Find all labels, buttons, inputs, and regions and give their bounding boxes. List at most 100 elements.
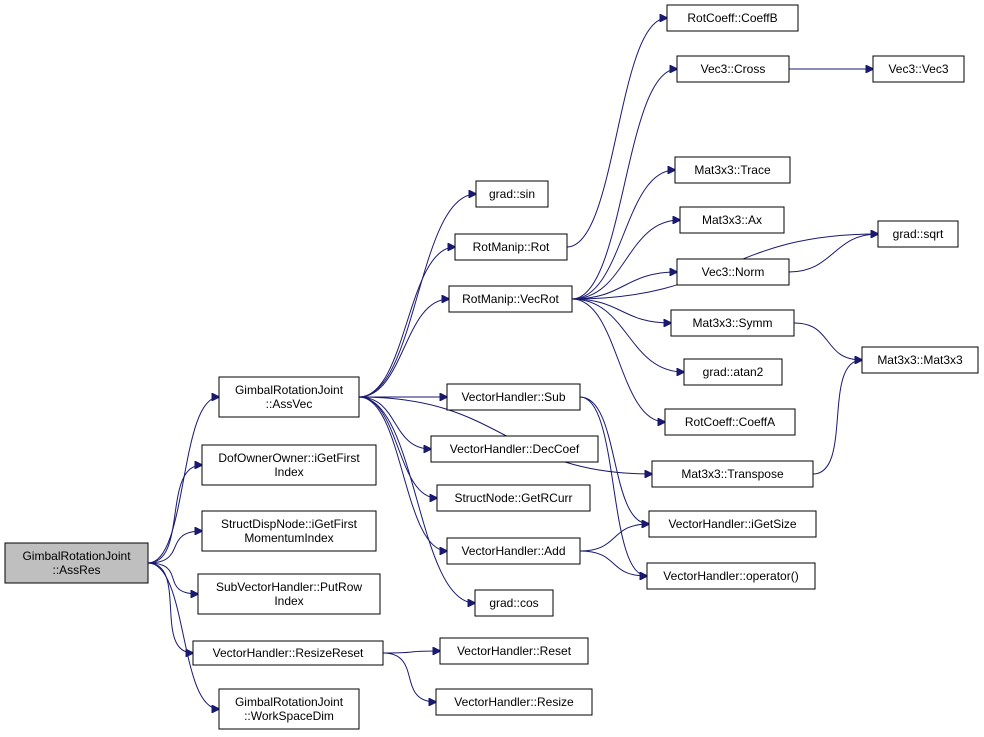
node-box [670, 309, 795, 337]
node-label: Mat3x3::Transpose [681, 467, 784, 481]
node-sqrt[interactable]: grad::sqrt [877, 220, 959, 248]
node-cross[interactable]: Vec3::Cross [676, 55, 790, 83]
node-ax[interactable]: Mat3x3::Ax [679, 206, 785, 234]
node-box [676, 55, 790, 83]
node-transpose[interactable]: Mat3x3::Transpose [651, 460, 814, 488]
node-getrcurr[interactable]: StructNode::GetRCurr [436, 484, 591, 512]
node-label: VectorHandler::Add [461, 544, 565, 558]
node-label: MomentumIndex [244, 531, 333, 545]
node-resize[interactable]: VectorHandler::Resize [435, 688, 593, 716]
node-vecrot[interactable]: RotManip::VecRot [448, 285, 573, 313]
edge-assvec-to-add [358, 396, 447, 551]
node-box [454, 233, 568, 261]
node-label: GimbalRotationJoint [235, 383, 344, 397]
edge-resizereset-to-resize [382, 652, 436, 702]
node-label: ::AssVec [266, 397, 313, 411]
node-norm[interactable]: Vec3::Norm [676, 258, 790, 286]
edge-resizereset-to-reset [382, 651, 440, 653]
edge-vecrot-to-symm [571, 298, 671, 323]
node-assvec[interactable]: GimbalRotationJoint::AssVec [218, 376, 360, 418]
node-sin[interactable]: grad::sin [475, 180, 549, 208]
node-symm[interactable]: Mat3x3::Symm [670, 309, 795, 337]
edge-assvec-to-rot [358, 247, 455, 398]
node-box [646, 562, 816, 590]
edge-vecrot-to-norm [571, 272, 677, 300]
node-label: grad::atan2 [703, 365, 764, 379]
edge-symm-to-mat3x3 [793, 322, 862, 360]
node-resizereset[interactable]: VectorHandler::ResizeReset [192, 640, 384, 666]
node-label: GimbalRotationJoint [22, 549, 131, 563]
node-label: ::WorkSpaceDim [244, 709, 334, 723]
node-label: VectorHandler::DecCoef [450, 442, 580, 456]
edge-root-to-dofowner [147, 465, 202, 564]
node-label: Index [274, 465, 303, 479]
node-trace[interactable]: Mat3x3::Trace [674, 156, 791, 184]
edge-root-to-assvec [147, 397, 219, 564]
edge-vecrot-to-atan2 [571, 298, 684, 372]
node-label: VectorHandler::iGetSize [668, 517, 796, 531]
node-box [872, 55, 965, 83]
node-atan2[interactable]: grad::atan2 [683, 358, 783, 386]
node-label: RotCoeff::CoeffA [685, 415, 775, 429]
edge-root-to-putrow [147, 562, 198, 594]
edge-vecrot-to-coeffa [571, 298, 665, 422]
edge-add-to-operator [579, 550, 647, 576]
node-label: RotManip::VecRot [462, 292, 559, 306]
node-label: StructDispNode::iGetFirst [221, 517, 358, 531]
node-rot[interactable]: RotManip::Rot [454, 233, 568, 261]
edge-sub-to-operator [579, 396, 647, 576]
node-cos[interactable]: grad::cos [474, 589, 554, 617]
edge-assvec-to-vecrot [358, 299, 449, 398]
node-vec3[interactable]: Vec3::Vec3 [872, 55, 965, 83]
node-label: VectorHandler::Sub [461, 390, 565, 404]
node-box [651, 460, 814, 488]
node-operator[interactable]: VectorHandler::operator() [646, 562, 816, 590]
node-label: grad::sin [489, 187, 535, 201]
edge-root-to-workspace [147, 562, 219, 709]
edge-rot-to-coeffb [566, 18, 667, 248]
node-label: StructNode::GetRCurr [454, 491, 572, 505]
node-label: GimbalRotationJoint [235, 695, 344, 709]
node-box [218, 376, 360, 418]
edge-root-to-structdisp [147, 531, 202, 564]
node-label: grad::cos [489, 596, 538, 610]
call-edges [147, 18, 878, 709]
node-box [192, 640, 384, 666]
node-label: RotManip::Rot [473, 240, 550, 254]
node-label: RotCoeff::CoeffB [687, 11, 777, 25]
node-workspace[interactable]: GimbalRotationJoint::WorkSpaceDim [218, 688, 360, 730]
node-root[interactable]: GimbalRotationJoint::AssRes [4, 542, 149, 584]
node-label: VectorHandler::Reset [457, 644, 572, 658]
edge-norm-to-sqrt [788, 234, 878, 273]
node-mat3x3[interactable]: Mat3x3::Mat3x3 [861, 346, 979, 374]
node-box [664, 408, 796, 436]
node-add[interactable]: VectorHandler::Add [446, 537, 581, 565]
node-box [201, 510, 377, 552]
node-label: Vec3::Vec3 [888, 62, 948, 76]
node-coeffb[interactable]: RotCoeff::CoeffB [666, 4, 799, 32]
node-label: grad::sqrt [893, 227, 944, 241]
edge-assvec-to-cos [358, 396, 475, 603]
node-label: Mat3x3::Ax [702, 213, 762, 227]
node-box [679, 206, 785, 234]
node-label: VectorHandler::Resize [454, 695, 574, 709]
node-sub[interactable]: VectorHandler::Sub [446, 383, 581, 411]
node-igetsize[interactable]: VectorHandler::iGetSize [648, 510, 817, 538]
node-label: VectorHandler::ResizeReset [213, 646, 364, 660]
node-box [877, 220, 959, 248]
node-label: Vec3::Norm [702, 265, 765, 279]
edge-vecrot-to-trace [571, 170, 675, 300]
node-box [435, 688, 593, 716]
node-deccoef[interactable]: VectorHandler::DecCoef [430, 435, 599, 463]
node-box [197, 573, 381, 615]
node-box [861, 346, 979, 374]
node-box [218, 688, 360, 730]
edge-sub-to-igetsize [579, 396, 649, 524]
node-reset[interactable]: VectorHandler::Reset [439, 637, 589, 665]
node-coeffa[interactable]: RotCoeff::CoeffA [664, 408, 796, 436]
edge-root-to-resizereset [147, 562, 193, 653]
